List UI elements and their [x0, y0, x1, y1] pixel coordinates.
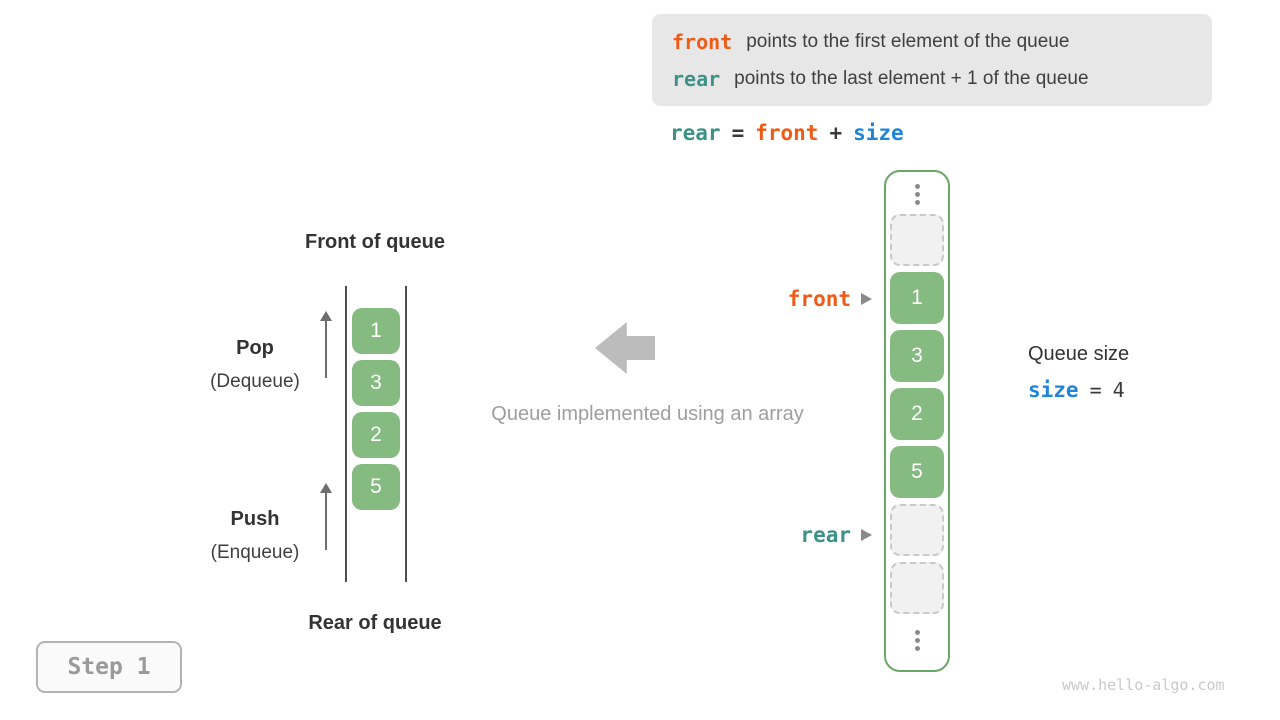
front-pointer: front [788, 286, 872, 312]
step-badge: Step 1 [36, 641, 182, 693]
array-slot-empty-rear [890, 504, 944, 556]
array-cell-2: 3 [890, 330, 944, 382]
ellipsis-bottom-icon [886, 630, 948, 651]
formula-size: size [853, 121, 904, 145]
front-keyword: front [672, 29, 733, 54]
formula: rear = front + size [670, 121, 904, 145]
legend-box: front points to the first element of the… [652, 14, 1212, 106]
queue-size-block: Queue size size = 4 [1028, 343, 1129, 402]
rear-pointer: rear [800, 522, 872, 548]
rear-description: points to the last element + 1 of the qu… [734, 67, 1089, 89]
formula-rear: rear [670, 121, 721, 145]
left-cell-1: 1 [352, 308, 400, 354]
left-cell-4: 5 [352, 464, 400, 510]
rear-pointer-label: rear [800, 523, 851, 547]
front-pointer-label: front [787, 287, 851, 311]
left-cell-2: 3 [352, 360, 400, 406]
array-container: 1 3 2 5 [884, 170, 950, 672]
array-cell-1: 1 [890, 272, 944, 324]
legend-line-rear: rear points to the last element + 1 of t… [672, 60, 1212, 97]
diagram-caption: Queue implemented using an array [491, 403, 804, 425]
channel-left-line [345, 286, 347, 582]
enqueue-label: (Enqueue) [210, 542, 300, 563]
formula-front: front [755, 121, 819, 145]
formula-plus: + [829, 121, 843, 145]
left-cell-3: 2 [352, 412, 400, 458]
push-up-arrow-icon [320, 483, 332, 550]
pop-up-arrow-icon [320, 311, 332, 378]
formula-equals: = [731, 121, 745, 145]
size-variable: size [1028, 378, 1079, 402]
rear-of-queue-label: Rear of queue [308, 612, 442, 634]
pop-label: Pop [236, 337, 274, 359]
rear-keyword: rear [672, 66, 721, 91]
queue-size-expression: size = 4 [1028, 378, 1129, 402]
size-value: 4 [1112, 378, 1125, 402]
array-cell-4: 5 [890, 446, 944, 498]
ellipsis-top-icon [886, 184, 948, 205]
push-label: Push [230, 508, 280, 530]
front-pointer-arrow-icon [861, 293, 872, 305]
size-equals: = [1089, 378, 1102, 402]
left-block-arrow-icon [595, 322, 655, 374]
rear-pointer-arrow-icon [861, 529, 872, 541]
array-slot-empty-top [890, 214, 944, 266]
front-of-queue-label: Front of queue [305, 231, 445, 253]
legend-line-front: front points to the first element of the… [672, 23, 1212, 60]
watermark: www.hello-algo.com [1062, 676, 1225, 694]
array-cell-3: 2 [890, 388, 944, 440]
array-slot-empty-bottom [890, 562, 944, 614]
queue-size-title: Queue size [1028, 343, 1130, 365]
dequeue-label: (Dequeue) [210, 371, 300, 392]
front-description: points to the first element of the queue [746, 30, 1070, 52]
channel-right-line [405, 286, 407, 582]
